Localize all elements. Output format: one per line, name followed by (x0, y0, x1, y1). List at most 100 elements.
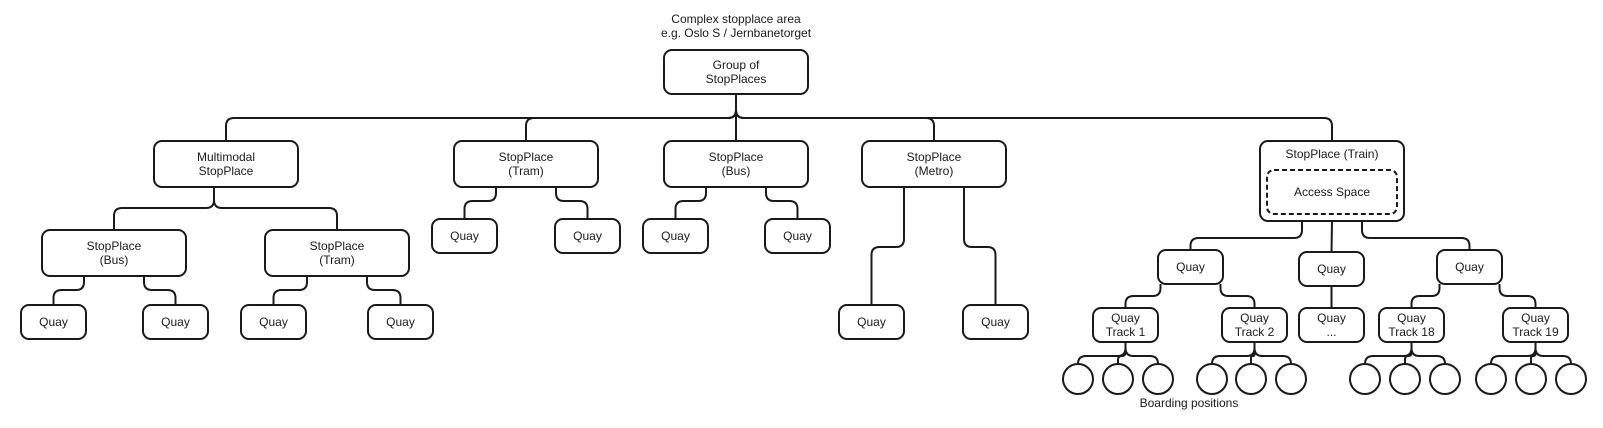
connector-line (272, 276, 308, 305)
connector-line (1410, 284, 1441, 308)
stopplace-tram-left-box: StopPlace(Tram) (264, 229, 410, 277)
boarding-position-circle (1389, 363, 1421, 395)
quay-box: Quay (240, 304, 307, 340)
node-label: Quay (1317, 311, 1346, 325)
quay-box: Quay (838, 304, 905, 340)
node-label: Group of (713, 58, 760, 72)
node-label: Quay (39, 315, 68, 329)
connector-line (1124, 342, 1159, 365)
boarding-position-circle (1429, 363, 1461, 395)
node-label: Quay (1317, 262, 1346, 276)
connector-line (1189, 221, 1303, 250)
connector-line (1410, 342, 1446, 365)
boarding-position-circle (1142, 363, 1174, 395)
connector-line (870, 187, 905, 305)
node-label: StopPlace (199, 164, 254, 178)
connector-line (1490, 342, 1537, 365)
boarding-position-circle (1349, 363, 1381, 395)
connector-line (366, 276, 402, 305)
boarding-positions-label: Boarding positions (1140, 396, 1239, 410)
stopplace-tram-box: StopPlace(Tram) (453, 140, 599, 188)
connector-line (1534, 342, 1572, 365)
node-label: Quay (386, 315, 415, 329)
quay-more-box: Quay... (1298, 307, 1365, 343)
boarding-position-circle (1515, 363, 1547, 395)
connector-line (1117, 342, 1127, 364)
connector-line (1330, 220, 1333, 253)
connector-line (213, 187, 338, 230)
connector-line (143, 276, 177, 305)
node-label: Quay (783, 229, 812, 243)
connector-line (1219, 284, 1256, 308)
connector-line (1211, 342, 1256, 365)
quay-box: Quay (1436, 249, 1503, 285)
boarding-position-circle (1555, 363, 1587, 395)
connector-line (765, 187, 799, 219)
node-label: StopPlace (499, 150, 554, 164)
node-label: Track 19 (1512, 325, 1559, 339)
node-label: Track 1 (1106, 325, 1146, 339)
connector-line (1124, 284, 1162, 308)
quay-box: Quay (764, 218, 831, 254)
quay-box: Quay (962, 304, 1029, 340)
boarding-position-circle (1102, 363, 1134, 395)
connector-line (674, 187, 707, 219)
node-label: StopPlace (Train) (1286, 147, 1379, 161)
node-label: (Tram) (319, 253, 355, 267)
connector-line (1404, 342, 1413, 364)
node-label: Quay (573, 229, 602, 243)
node-label: Quay (1455, 260, 1484, 274)
node-label: Track 2 (1235, 325, 1275, 339)
quay-box: Quay (142, 304, 209, 340)
node-label: Quay (450, 229, 479, 243)
connector-line (1530, 342, 1537, 364)
stopplace-bus-left-box: StopPlace(Bus) (41, 229, 187, 277)
node-label: (Metro) (915, 164, 954, 178)
stopplace-bus-box: StopPlace(Bus) (663, 140, 809, 188)
node-label: Quay (661, 229, 690, 243)
node-label: Quay (1176, 260, 1205, 274)
node-label: (Bus) (722, 164, 751, 178)
node-label: StopPlace (87, 239, 142, 253)
header-subtitle: e.g. Oslo S / Jernbanetorget (661, 26, 812, 40)
boarding-position-circle (1475, 363, 1507, 395)
connector-line (735, 94, 1333, 141)
node-label: Track 18 (1388, 325, 1435, 339)
node-label: Quay (981, 315, 1010, 329)
node-label: (Bus) (100, 253, 129, 267)
node-label: StopPlace (907, 150, 962, 164)
node-label: Quay (259, 315, 288, 329)
boarding-position-circle (1235, 363, 1267, 395)
boarding-position-circle (1062, 363, 1094, 395)
node-boxes: Group ofStopPlacesMultimodalStopPlaceSto… (20, 49, 1569, 343)
quay-box: Quay (1298, 251, 1365, 287)
node-label: StopPlace (310, 239, 365, 253)
connector-line (1498, 284, 1537, 308)
quay-box: Quay (20, 304, 87, 340)
node-label: StopPlace (709, 150, 764, 164)
node-label: Multimodal (197, 150, 255, 164)
connector-line (52, 276, 85, 305)
boarding-position-circle (1196, 363, 1228, 395)
connector-line (525, 94, 737, 141)
stopplace-metro-box: StopPlace(Metro) (861, 140, 1007, 188)
node-label: Quay (857, 315, 886, 329)
quay-box: Quay (1157, 249, 1224, 285)
boarding-position-nodes (1062, 363, 1587, 395)
node-label: Quay (1240, 311, 1269, 325)
node-label: Quay (161, 315, 190, 329)
node-label: Quay (1521, 311, 1550, 325)
connector-line (555, 187, 589, 219)
access-space-label: Access Space (1294, 185, 1370, 199)
node-label: (Tram) (508, 164, 544, 178)
quay-box: Quay (642, 218, 709, 254)
boarding-position-circle (1275, 363, 1307, 395)
connector-line (1361, 221, 1471, 250)
connector-line (113, 187, 215, 230)
node-label: Quay (1397, 311, 1426, 325)
